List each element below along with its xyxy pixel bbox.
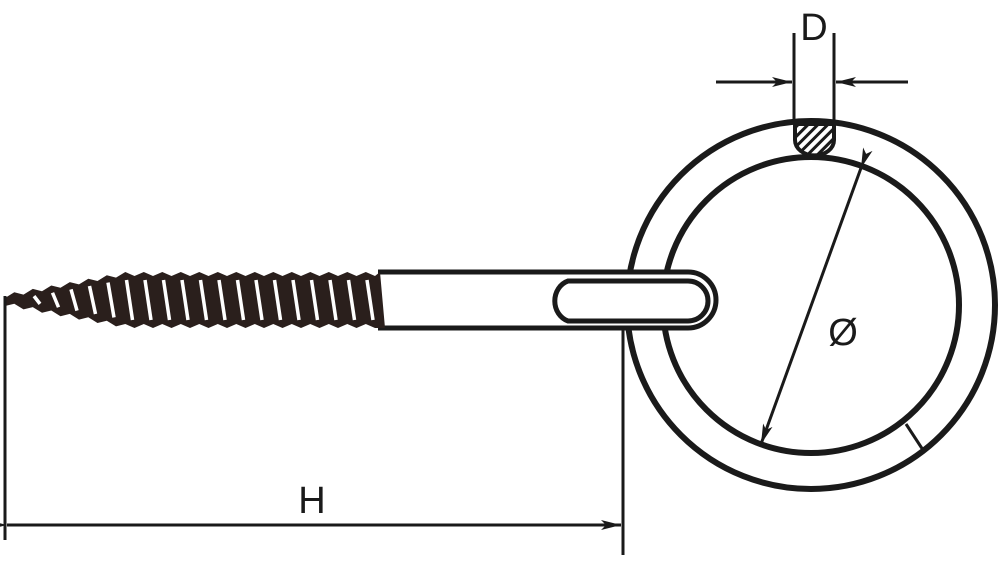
thread-highlight xyxy=(198,279,209,321)
thread-highlight xyxy=(180,279,190,321)
thread-highlight xyxy=(235,279,246,321)
thread-highlight xyxy=(346,279,357,321)
thread-highlight xyxy=(32,295,42,305)
ring-joint xyxy=(904,423,925,451)
dimension-d: D xyxy=(716,7,908,124)
thread-highlight xyxy=(254,279,264,321)
thread-highlight xyxy=(69,288,79,312)
label-diameter: Ø xyxy=(828,312,858,354)
dimension-ring-diameter: Ø xyxy=(759,147,873,445)
thread-highlight xyxy=(50,292,61,308)
thread-highlight xyxy=(309,279,320,321)
thread xyxy=(5,272,385,328)
thread-highlight xyxy=(365,279,375,321)
thread-highlight xyxy=(272,279,283,321)
thread-body xyxy=(5,272,385,328)
thread-highlight xyxy=(217,279,227,321)
thread-highlight xyxy=(87,285,98,315)
thread-highlight xyxy=(143,279,153,321)
dimension-h: H xyxy=(0,296,625,555)
thread-highlight xyxy=(106,282,116,318)
thread-highlight xyxy=(124,279,135,321)
wire-section xyxy=(793,122,836,158)
shank xyxy=(378,269,719,331)
label-d: D xyxy=(800,7,827,49)
label-h: H xyxy=(298,480,325,522)
thread-highlight xyxy=(161,279,172,321)
thread-highlight xyxy=(291,279,301,321)
eye-loop xyxy=(552,278,711,324)
thread-highlight xyxy=(328,279,338,321)
